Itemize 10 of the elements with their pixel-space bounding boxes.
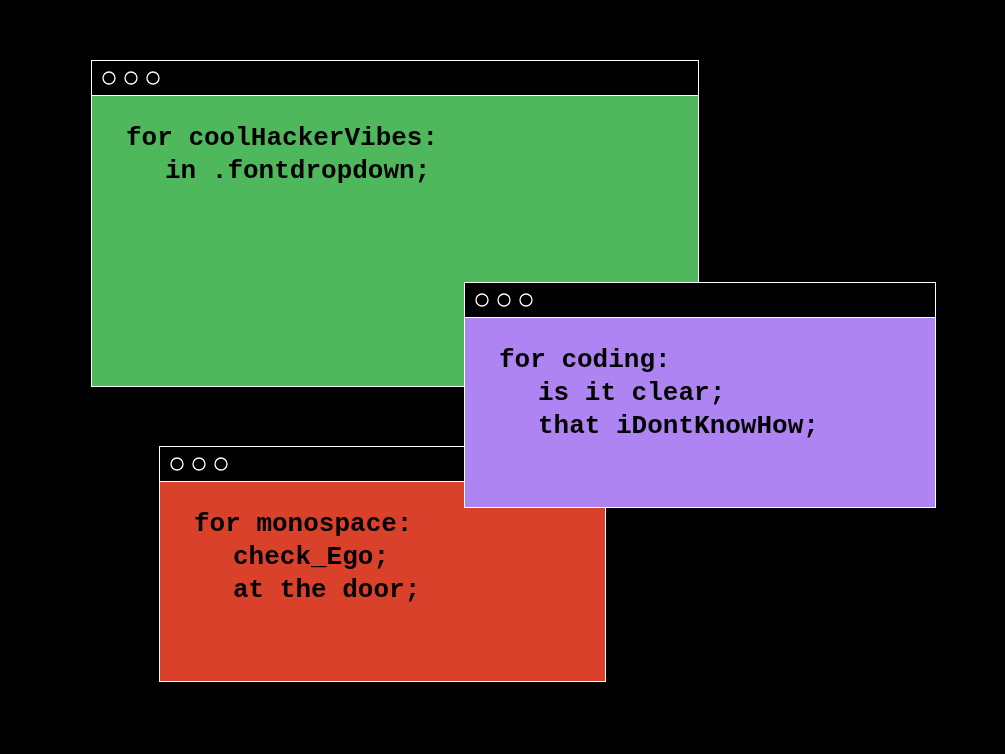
- code-line: for coding:: [499, 345, 671, 375]
- browser-window: [159, 446, 606, 682]
- code-line: is it clear;: [538, 378, 726, 408]
- code-line: at the door;: [233, 575, 421, 605]
- code-line: for monospace:: [194, 509, 413, 539]
- code-line: for coolHackerVibes:: [126, 123, 439, 153]
- code-line: check_Ego;: [233, 542, 390, 572]
- code-line: that iDontKnowHow;: [538, 411, 819, 441]
- code-line: in .fontdropdown;: [165, 156, 431, 186]
- browser-window: [464, 282, 936, 508]
